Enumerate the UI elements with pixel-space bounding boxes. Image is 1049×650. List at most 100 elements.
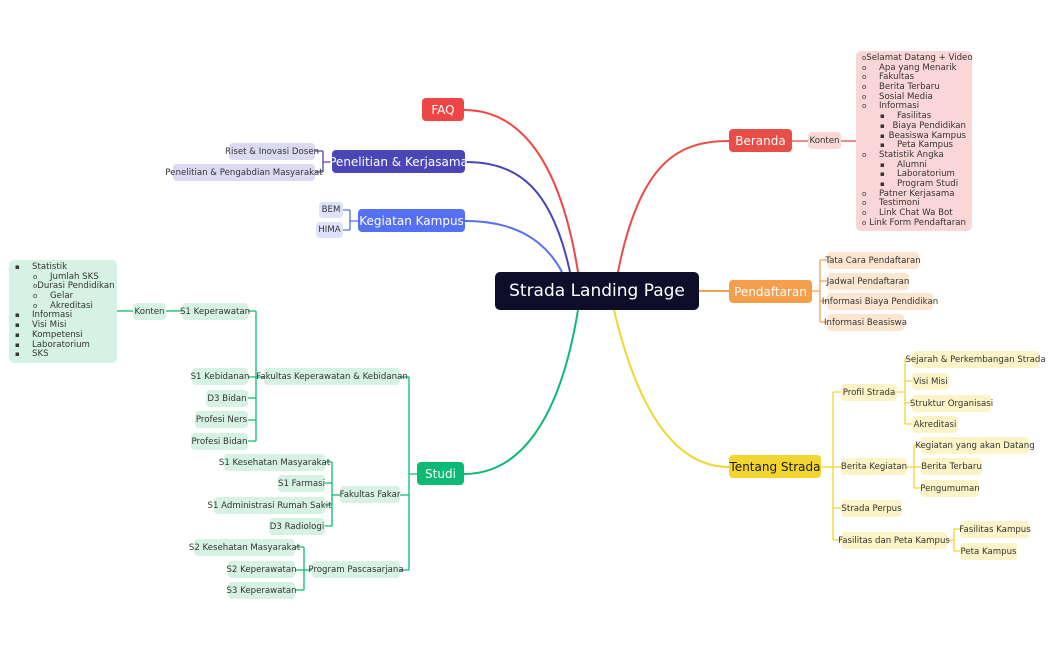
sejarah-perkembangan-node[interactable]: Sejarah & Perkembangan Strada [905, 351, 1046, 368]
list-item-text: Biaya Pendidikan [892, 120, 966, 131]
beranda-node[interactable]: Beranda [729, 129, 792, 152]
bullet-marker: ▪ [880, 141, 885, 150]
fasilitas-peta-kampus-node[interactable]: Fasilitas dan Peta Kampus [838, 532, 950, 549]
list-item-text: Berita Terbaru [879, 82, 940, 93]
bullet-marker: ▪ [15, 340, 20, 349]
fakultas-keperawatan-kebidanan-node[interactable]: Fakultas Keperawatan & Kebidanan [256, 368, 408, 385]
list-item-text: Statistik Angka [879, 149, 944, 160]
bem-node[interactable]: BEM [319, 202, 343, 218]
fakultas-fakar-children-link [325, 461, 340, 527]
bullet-marker: o [862, 102, 867, 111]
strada-perpus-node[interactable]: Strada Perpus [841, 500, 902, 517]
list-item-text: Gelar [50, 291, 74, 302]
beranda-konten-node[interactable]: Konten [808, 132, 841, 149]
fakultas-fakar-node[interactable]: Fakultas Fakar [340, 486, 400, 503]
bullet-marker: o [33, 301, 38, 310]
profesi-bidan-node[interactable]: Profesi Bidan [191, 433, 248, 450]
list-item: ▪Visi Misi [15, 320, 111, 331]
fasilitas-kampus-node[interactable]: Fasilitas Kampus [959, 521, 1031, 538]
informasi-biaya-pendidikan-node[interactable]: Informasi Biaya Pendidikan [822, 293, 938, 310]
bullet-marker: ▪ [15, 263, 20, 271]
bullet-marker: ▪ [880, 179, 885, 188]
list-item: o Gelar [15, 291, 111, 302]
tentang-link [613, 309, 730, 468]
akreditasi-node[interactable]: Akreditasi [912, 416, 958, 433]
list-item: o Link Chat Wa Bot [862, 208, 966, 219]
profil-strada-node[interactable]: Profil Strada [841, 384, 897, 401]
root-node[interactable]: Strada Landing Page [495, 272, 699, 310]
s2-kesehatan-masyarakat-node[interactable]: S2 Kesehatan Masyarakat [189, 539, 300, 556]
profesi-ners-node[interactable]: Profesi Ners [195, 411, 248, 428]
faq-node[interactable]: FAQ [422, 98, 464, 121]
peta-kampus-node[interactable]: Peta Kampus [960, 543, 1017, 560]
list-item-text: Link Chat Wa Bot [879, 208, 953, 218]
s1-farmasi-node[interactable]: S1 Farmasi [278, 475, 325, 492]
penelitian-children-link [315, 150, 332, 173]
pengumuman-node[interactable]: Pengumuman [920, 480, 980, 497]
bullet-marker: o [862, 150, 867, 159]
program-pascasarjana-node[interactable]: Program Pascasarjana [308, 561, 404, 578]
struktur-organisasi-node[interactable]: Struktur Organisasi [910, 395, 993, 412]
list-item: o Statistik Angka [862, 149, 966, 161]
s1-kebidanan-node[interactable]: S1 Kebidanan [191, 368, 249, 385]
bullet-marker: ▪ [15, 330, 20, 339]
jadwal-pendaftaran-node[interactable]: Jadwal Pendaftaran [827, 273, 909, 290]
tentang-children-link [821, 391, 841, 541]
list-item: ▪Beasiswa Kampus [862, 131, 966, 142]
s1-administrasi-rumah-sakit-node[interactable]: S1 Administrasi Rumah Sakit [208, 497, 332, 514]
s1-keperawatan-node[interactable]: S1 Keperawatan [180, 303, 250, 320]
berita-terbaru-node[interactable]: Berita Terbaru [921, 458, 982, 475]
informasi-beasiswa-node[interactable]: Informasi Beasiswa [824, 314, 907, 331]
list-item-text: Kompetensi [32, 329, 83, 340]
s1-keperawatan-konten-node[interactable]: Konten [133, 303, 166, 320]
kegiatan-kampus-node[interactable]: Kegiatan Kampus [358, 209, 465, 232]
penelitian-pengabdian-node[interactable]: Penelitian & Pengabdian Masyarakat [165, 164, 323, 181]
berita-kegiatan-node[interactable]: Berita Kegiatan [841, 458, 907, 475]
list-item: ▪ Biaya Pendidikan [862, 120, 966, 132]
list-item-text: Laboratorium [897, 169, 955, 180]
riset-inovasi-dosen-node[interactable]: Riset & Inovasi Dosen [225, 143, 319, 160]
s2-keperawatan-node[interactable]: S2 Keperawatan [226, 561, 297, 578]
d3-bidan-node[interactable]: D3 Bidan [206, 390, 248, 407]
bullet-marker: o [33, 282, 38, 291]
bullet-marker: o [862, 83, 867, 92]
visi-misi-node[interactable]: Visi Misi [912, 373, 949, 390]
kegiatan-children-link [343, 209, 358, 231]
pendaftaran-node[interactable]: Pendaftaran [729, 280, 812, 303]
list-item: ▪ Kompetensi [15, 329, 111, 341]
bullet-marker: o [862, 92, 867, 101]
bullet-marker: o [862, 209, 867, 217]
list-item: ▪Informasi [15, 311, 111, 321]
penelitian-link [464, 161, 571, 273]
s3-keperawatan-node[interactable]: S3 Keperawatan [226, 582, 297, 599]
bullet-marker: o [33, 292, 38, 301]
bullet-marker: ▪ [880, 121, 885, 130]
penelitian-kerjasama-node[interactable]: Penelitian & Kerjasama [329, 150, 468, 173]
list-item-text: Laboratorium [32, 339, 90, 350]
hima-node[interactable]: HIMA [316, 222, 343, 238]
list-item: ▪Laboratorium [862, 170, 966, 180]
d3-radiologi-node[interactable]: D3 Radiologi [269, 518, 325, 535]
s1-kesehatan-masyarakat-node[interactable]: S1 Kesehatan Masyarakat [219, 454, 330, 471]
list-item: ▪Alumni [862, 160, 966, 171]
list-item: o Berita Terbaru [862, 82, 966, 93]
bullet-marker: ▪ [880, 160, 885, 169]
pendaftaran-children-link [812, 259, 827, 323]
kegiatan-akan-datang-node[interactable]: Kegiatan yang akan Datang [915, 437, 1035, 454]
studi-link [463, 309, 579, 475]
tata-cara-pendaftaran-node[interactable]: Tata Cara Pendaftaran [825, 252, 921, 269]
list-item-text: Peta Kampus [897, 140, 954, 151]
list-item-text: Program Studi [897, 178, 959, 189]
list-item-text: Statistik [32, 262, 68, 272]
studi-node[interactable]: Studi [417, 462, 464, 485]
tentang-strada-node[interactable]: Tentang Strada [729, 455, 821, 478]
list-item-text: Informasi [32, 310, 73, 321]
fasilitas-children-link [947, 528, 960, 552]
